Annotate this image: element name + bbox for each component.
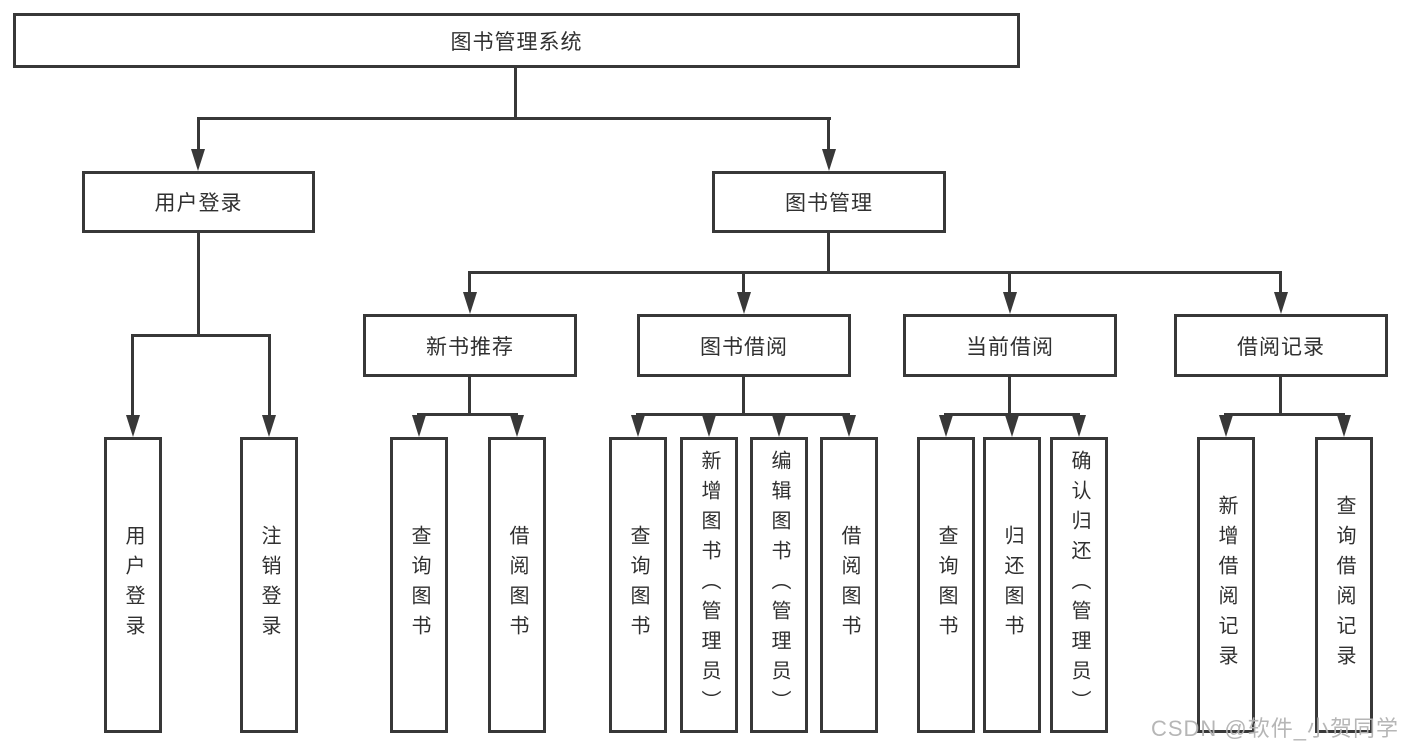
arrow-down-icon [842, 415, 856, 437]
arrow-down-icon [1005, 415, 1019, 437]
leaf-add-borrow-record: 新增借阅记录 [1197, 437, 1255, 733]
leaf-label: 确认归还（管理员） [1068, 450, 1090, 720]
leaf-label: 注销登录 [258, 525, 280, 645]
connector-userlogin-stem [197, 233, 200, 337]
connector-root-stem [514, 68, 517, 120]
connector-records-stem [1279, 377, 1282, 416]
connector-borrow-stem [742, 377, 745, 416]
leaf-borrow-books: 借阅图书 [820, 437, 878, 733]
leaf-label: 查询借阅记录 [1333, 495, 1355, 675]
leaf-logout: 注销登录 [240, 437, 298, 733]
node-book-borrowing: 图书借阅 [637, 314, 851, 377]
arrow-down-icon [191, 149, 205, 171]
arrow-down-icon [1072, 415, 1086, 437]
connector-borrow-hline [636, 413, 850, 416]
arrow-down-icon [1003, 292, 1017, 314]
leaf-confirm-return-admin: 确认归还（管理员） [1050, 437, 1108, 733]
node-label: 图书管理系统 [450, 30, 583, 54]
connector-root-drop-right [827, 117, 830, 153]
leaf-label: 归还图书 [1001, 525, 1023, 645]
connector-records-hline [1224, 413, 1345, 416]
connector-current-hline [944, 413, 1080, 416]
leaf-label: 新增借阅记录 [1215, 495, 1237, 675]
arrow-down-icon [412, 415, 426, 437]
arrow-down-icon [939, 415, 953, 437]
arrow-down-icon [1274, 292, 1288, 314]
arrow-down-icon [631, 415, 645, 437]
node-label: 用户登录 [154, 192, 243, 215]
node-library-management-system: 图书管理系统 [13, 13, 1020, 68]
arrow-down-icon [772, 415, 786, 437]
arrow-down-icon [262, 415, 276, 437]
node-label: 当前借阅 [966, 335, 1054, 359]
leaf-borrow-books-recommend: 借阅图书 [488, 437, 546, 733]
leaf-query-books-recommend: 查询图书 [390, 437, 448, 733]
node-book-management: 图书管理 [712, 171, 946, 233]
leaf-label: 编辑图书（管理员） [768, 450, 790, 720]
connector-userlogin-hline [131, 334, 271, 337]
connector-bookmgmt-hline [468, 271, 1282, 274]
leaf-return-books: 归还图书 [983, 437, 1041, 733]
connector-newbook-hline [417, 413, 518, 416]
leaf-label: 查询图书 [408, 525, 430, 645]
connector-current-stem [1008, 377, 1011, 416]
connector-root-hline [197, 117, 831, 120]
node-label: 新书推荐 [426, 335, 514, 359]
node-label: 借阅记录 [1237, 335, 1325, 359]
connector-userlogin-drop2 [268, 334, 271, 417]
leaf-label: 借阅图书 [838, 525, 860, 645]
leaf-query-books-borrow: 查询图书 [609, 437, 667, 733]
leaf-label: 查询图书 [935, 525, 957, 645]
csdn-watermark: CSDN @软件_小贺同学 [1150, 716, 1399, 741]
node-new-book-recommend: 新书推荐 [363, 314, 577, 377]
connector-userlogin-drop1 [131, 334, 134, 417]
leaf-add-books-admin: 新增图书（管理员） [680, 437, 738, 733]
leaf-label: 查询图书 [627, 525, 649, 645]
connector-l3-drop2 [742, 271, 745, 294]
connector-newbook-stem [468, 377, 471, 416]
node-current-borrowing: 当前借阅 [903, 314, 1117, 377]
connector-l3-drop3 [1008, 271, 1011, 294]
connector-bookmgmt-stem [827, 233, 830, 274]
leaf-label: 用户登录 [122, 525, 144, 645]
leaf-user-login: 用户登录 [104, 437, 162, 733]
node-user-login: 用户登录 [82, 171, 315, 233]
leaf-query-books-current: 查询图书 [917, 437, 975, 733]
node-label: 图书借阅 [700, 335, 788, 359]
leaf-edit-books-admin: 编辑图书（管理员） [750, 437, 808, 733]
connector-l3-drop4 [1279, 271, 1282, 294]
arrow-down-icon [463, 292, 477, 314]
arrow-down-icon [702, 415, 716, 437]
arrow-down-icon [1219, 415, 1233, 437]
leaf-label: 借阅图书 [506, 525, 528, 645]
arrow-down-icon [1337, 415, 1351, 437]
connector-root-drop-left [197, 117, 200, 153]
leaf-label: 新增图书（管理员） [698, 450, 720, 720]
arrow-down-icon [737, 292, 751, 314]
arrow-down-icon [126, 415, 140, 437]
arrow-down-icon [822, 149, 836, 171]
arrow-down-icon [510, 415, 524, 437]
connector-l3-drop1 [468, 271, 471, 294]
node-borrowing-records: 借阅记录 [1174, 314, 1388, 377]
node-label: 图书管理 [785, 192, 873, 215]
leaf-query-borrow-record: 查询借阅记录 [1315, 437, 1373, 733]
